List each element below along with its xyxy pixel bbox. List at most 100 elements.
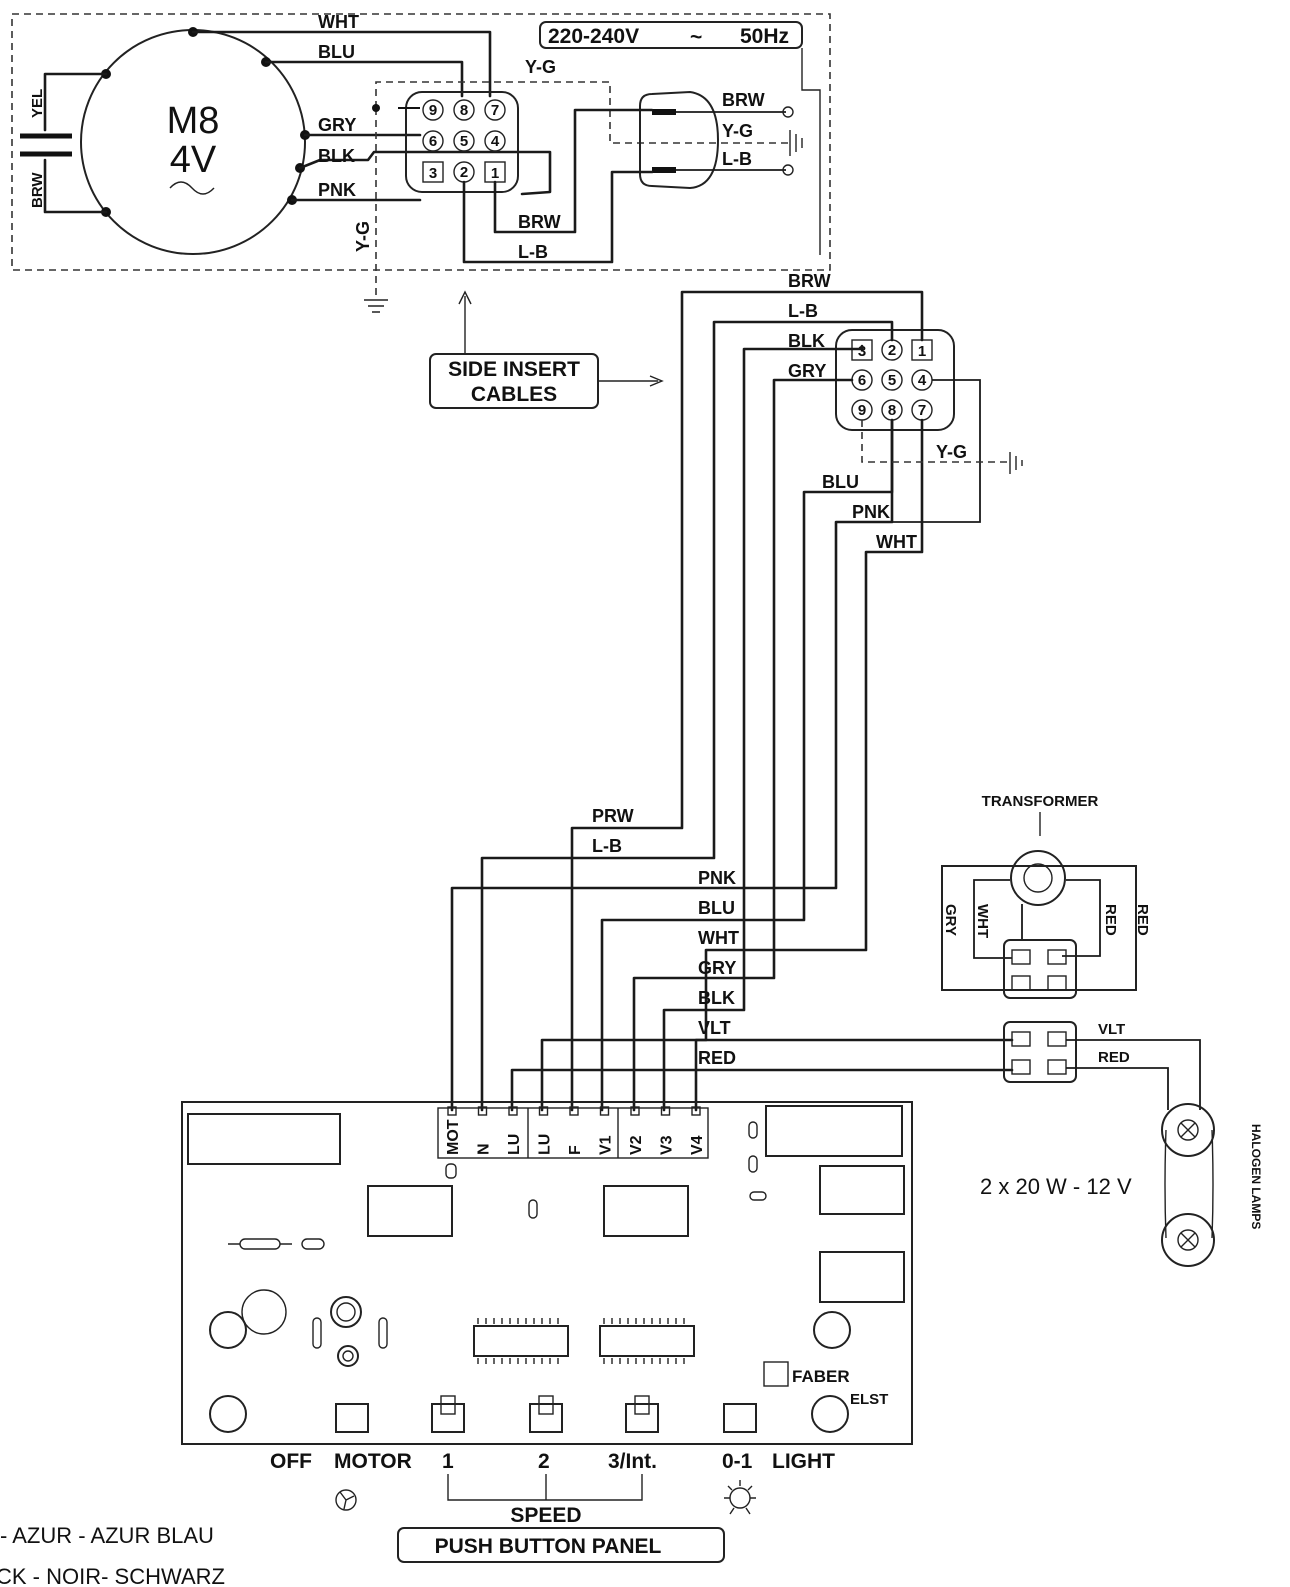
terminal-pin bbox=[660, 1106, 671, 1116]
label-speed-2: 2 bbox=[538, 1450, 550, 1473]
supply-voltage: 220-240V bbox=[548, 25, 639, 48]
terminal-label: V3 bbox=[659, 1135, 676, 1155]
earth-dashed-top: Y-G Y-G bbox=[353, 57, 803, 313]
speed-2-button[interactable] bbox=[529, 1395, 563, 1433]
connector-pin: 2 bbox=[453, 161, 475, 183]
wire-label-pnk-top: PNK bbox=[318, 180, 356, 200]
label-light: LIGHT bbox=[772, 1450, 835, 1473]
off-button[interactable] bbox=[335, 1403, 369, 1433]
lower-wire-labels: PRW L-B PNK BLU WHT GRY BLK VLT RED bbox=[592, 806, 739, 1068]
connector-pin: 3 bbox=[422, 161, 444, 183]
wire-label-blu-top: BLU bbox=[318, 42, 355, 62]
connector-pin: 9 bbox=[851, 399, 873, 421]
terminal-pin bbox=[630, 1106, 640, 1116]
svg-text:8: 8 bbox=[888, 402, 896, 419]
lower-label-pnk: PNK bbox=[698, 868, 736, 888]
svg-text:7: 7 bbox=[918, 402, 926, 419]
transformer-red-inner: RED bbox=[1102, 904, 1119, 936]
transformer: TRANSFORMER GRY WHT RED RED bbox=[941, 793, 1151, 999]
lamp-icon bbox=[1161, 1213, 1215, 1267]
supply-box: 220-240V ~ 50Hz bbox=[539, 21, 821, 255]
terminal-pin bbox=[691, 1106, 701, 1116]
lamp-wire-red: RED bbox=[1098, 1049, 1130, 1066]
wire-label-yg-left: Y-G bbox=[353, 221, 373, 252]
lower-label-blu: BLU bbox=[698, 898, 735, 918]
svg-text:7: 7 bbox=[491, 102, 499, 119]
harness-label-yg: Y-G bbox=[936, 442, 967, 462]
button-labels: OFF MOTOR 1 2 3/Int. 0-1 LIGHT SPEED PUS… bbox=[270, 1450, 835, 1563]
terminal-pin bbox=[447, 1106, 457, 1116]
harness-label-blk: BLK bbox=[788, 331, 825, 351]
connector-pin: 9 bbox=[422, 99, 444, 121]
terminal-pin bbox=[599, 1106, 610, 1116]
faber-logo-icon bbox=[763, 1361, 789, 1387]
svg-text:3: 3 bbox=[429, 165, 437, 182]
svg-text:2: 2 bbox=[888, 342, 896, 359]
harness-label-gry: GRY bbox=[788, 361, 826, 381]
transformer-title: TRANSFORMER bbox=[982, 793, 1099, 810]
connector-pin: 2 bbox=[881, 339, 903, 361]
label-light-01: 0-1 bbox=[722, 1450, 753, 1473]
lamp-icon bbox=[1161, 1103, 1215, 1157]
motor-title: M8 bbox=[167, 100, 220, 142]
lamp-bulb-icon bbox=[724, 1480, 756, 1515]
legend-line-2: CK - NOIR- SCHWARZ bbox=[0, 1564, 225, 1587]
svg-text:9: 9 bbox=[429, 102, 437, 119]
motor-connector: 9 8 7 6 5 4 3 2 1 bbox=[405, 91, 519, 193]
transformer-wht: WHT bbox=[974, 904, 991, 938]
light-wires bbox=[510, 1038, 1014, 1112]
motor: M8 4V bbox=[80, 27, 310, 255]
svg-text:5: 5 bbox=[888, 372, 896, 389]
terminal-label: V2 bbox=[628, 1135, 645, 1155]
label-speed-1: 1 bbox=[442, 1450, 454, 1473]
connector-pin: 7 bbox=[911, 399, 933, 421]
connector-pin: 4 bbox=[484, 130, 506, 152]
supply-tilde: ~ bbox=[690, 26, 702, 49]
toroid-icon bbox=[1010, 850, 1066, 906]
terminal-label: MOT bbox=[445, 1119, 462, 1155]
color-legend: - AZUR - AZUR BLAU CK - NOIR- SCHWARZ bbox=[0, 1523, 225, 1587]
lower-label-gry: GRY bbox=[698, 958, 736, 978]
lower-label-wht: WHT bbox=[698, 928, 739, 948]
motor-wires: WHT BLU GRY BLK PNK bbox=[191, 12, 552, 202]
speed-3-button[interactable] bbox=[625, 1395, 659, 1433]
svg-text:8: 8 bbox=[460, 102, 468, 119]
connector-pin: 1 bbox=[911, 339, 933, 361]
light-button[interactable] bbox=[723, 1403, 757, 1433]
lamp-label: HALOGEN LAMPS bbox=[1249, 1124, 1263, 1229]
board-brand: FABER bbox=[792, 1367, 850, 1386]
svg-text:2: 2 bbox=[460, 164, 468, 181]
lamp-wire-vlt: VLT bbox=[1098, 1021, 1125, 1038]
terminal-pin bbox=[569, 1106, 579, 1116]
label-push-button-panel: PUSH BUTTON PANEL bbox=[435, 1535, 662, 1558]
terminal-pin bbox=[508, 1106, 518, 1116]
harness-label-wht: WHT bbox=[876, 532, 917, 552]
side-insert-line1: SIDE INSERT bbox=[448, 358, 580, 381]
lower-label-lb: L-B bbox=[592, 836, 622, 856]
speed-1-button[interactable] bbox=[431, 1395, 465, 1433]
svg-text:4: 4 bbox=[491, 133, 500, 150]
connector-pin: 7 bbox=[484, 99, 506, 121]
label-speed: SPEED bbox=[510, 1504, 581, 1527]
wire-label-brw-cap: BRW bbox=[29, 172, 46, 208]
wire-label-lb-bottom: L-B bbox=[518, 242, 548, 262]
wire-label-yg-plug: Y-G bbox=[722, 121, 753, 141]
terminal-pin bbox=[538, 1106, 549, 1116]
svg-text:3: 3 bbox=[858, 343, 866, 360]
terminal-label: LU bbox=[537, 1134, 554, 1155]
terminal-pin bbox=[477, 1106, 488, 1116]
lower-label-red: RED bbox=[698, 1048, 736, 1068]
wire-label-gry-top: GRY bbox=[318, 115, 356, 135]
wire-label-brw-bottom: BRW bbox=[518, 212, 561, 232]
legend-line-1: - AZUR - AZUR BLAU bbox=[0, 1523, 214, 1548]
svg-text:9: 9 bbox=[858, 402, 866, 419]
terminal-label: N bbox=[476, 1143, 493, 1155]
supply-wires: BRW L-B bbox=[462, 108, 654, 264]
transformer-red-outer: RED bbox=[1134, 904, 1151, 936]
connector-pin: 4 bbox=[911, 369, 933, 391]
terminal-label: V4 bbox=[689, 1135, 706, 1155]
svg-text:6: 6 bbox=[429, 133, 437, 150]
side-insert-line2: CABLES bbox=[471, 383, 557, 406]
